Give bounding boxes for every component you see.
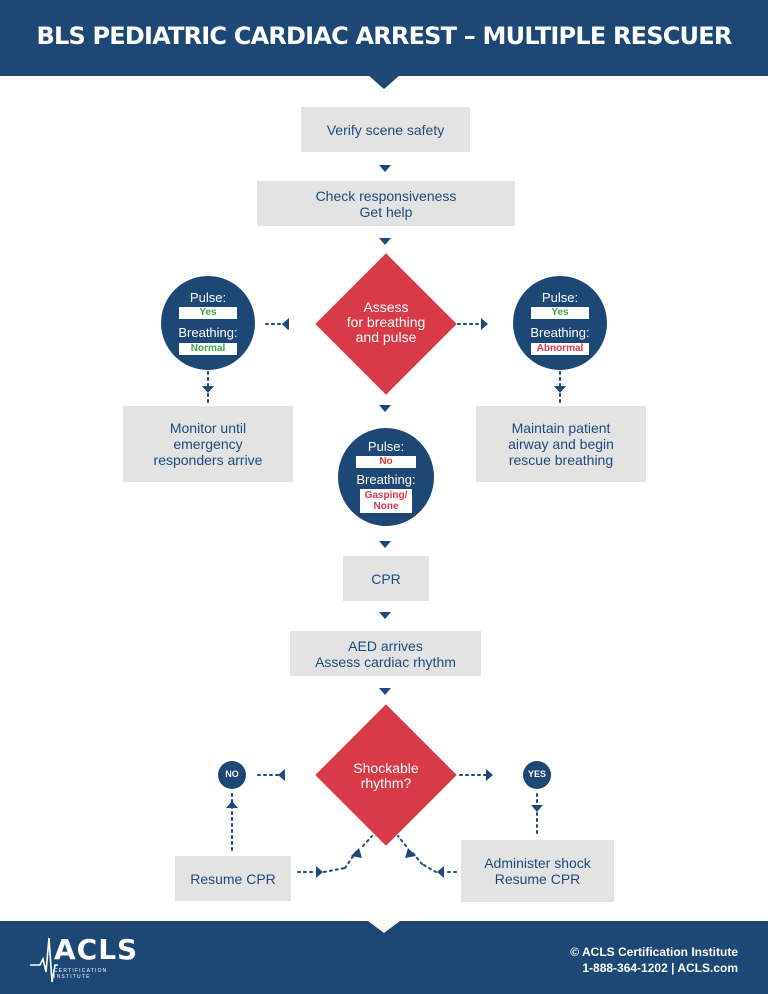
arrow-down-icon	[531, 805, 543, 812]
step-resume-cpr: Resume CPR	[175, 856, 291, 901]
yes-label: YES	[527, 769, 546, 779]
breathing-label: Breathing:	[530, 325, 590, 340]
decision-assess-text: Assess for breathing and pulse	[326, 300, 446, 345]
page-title: BLS PEDIATRIC CARDIAC ARREST – MULTIPLE …	[36, 22, 732, 50]
status-circle-arrest: Pulse: No Breathing: Gasping/ None	[338, 428, 434, 526]
monitor-line2: emergency	[173, 436, 243, 452]
header-notch	[368, 75, 400, 89]
maintain-line2: airway and begin	[508, 436, 614, 452]
aed-line2: Assess cardiac rhythm	[315, 653, 456, 670]
monitor-line1: Monitor until	[169, 420, 247, 436]
step-check-line2: Get help	[359, 203, 413, 220]
step-verify-label: Verify scene safety	[326, 121, 445, 138]
arrow-down-icon	[379, 612, 391, 619]
heartbeat-line-icon	[30, 937, 58, 983]
arrow-down-icon	[379, 238, 391, 245]
cpr-label: CPR	[371, 570, 401, 587]
arrow-down-icon	[379, 541, 391, 548]
step-verify-scene-safety: Verify scene safety	[301, 107, 470, 152]
administer-line2: Resume CPR	[494, 871, 581, 887]
arrow-up-icon	[226, 801, 238, 808]
pulse-value: Yes	[179, 307, 237, 319]
breathing-label: Breathing:	[178, 325, 238, 340]
pulse-label: Pulse:	[189, 290, 227, 305]
footer-copyright: © ACLS Certification Institute	[570, 945, 738, 959]
status-circle-normal: Pulse: Yes Breathing: Normal	[161, 276, 255, 370]
aed-line1: AED arrives	[348, 637, 423, 654]
breathing-label: Breathing:	[356, 472, 416, 487]
decision-no-badge: NO	[218, 761, 246, 789]
arrow-down-icon	[379, 165, 391, 172]
pulse-label: Pulse:	[367, 439, 405, 454]
shockable-line1: Shockable	[353, 760, 419, 776]
assess-line3: and pulse	[355, 329, 417, 345]
administer-line1: Administer shock	[484, 855, 591, 871]
logo-subtext: CERTIFICATION INSTITUTE	[54, 968, 108, 980]
decision-yes-badge: YES	[523, 761, 551, 789]
step-maintain-airway: Maintain patient airway and begin rescue…	[476, 406, 646, 482]
shockable-line2: rhythm?	[360, 775, 412, 791]
step-administer-shock: Administer shock Resume CPR	[461, 840, 614, 902]
resume-cpr-label: Resume CPR	[190, 870, 276, 887]
acls-logo: ACLS CERTIFICATION INSTITUTE	[30, 932, 142, 986]
maintain-line1: Maintain patient	[511, 420, 611, 436]
header-banner: BLS PEDIATRIC CARDIAC ARREST – MULTIPLE …	[0, 0, 768, 76]
arrow-left-icon	[282, 318, 289, 330]
step-check-responsiveness: Check responsiveness Get help	[257, 181, 515, 226]
footer-notch	[368, 921, 400, 933]
step-check-line1: Check responsiveness	[315, 187, 457, 204]
maintain-line3: rescue breathing	[508, 452, 614, 468]
arrow-right-icon	[481, 318, 488, 330]
no-label: NO	[225, 769, 239, 779]
breathing-value: Abnormal	[531, 343, 589, 355]
step-cpr: CPR	[343, 556, 429, 601]
arrow-left-icon	[278, 769, 285, 781]
arrow-left-icon	[437, 866, 444, 878]
step-monitor: Monitor until emergency responders arriv…	[123, 406, 293, 482]
arrow-up-icon	[405, 848, 416, 858]
breathing-value-line2: None	[373, 501, 399, 512]
footer-contact: 1-888-364-1202 | ACLS.com	[582, 961, 738, 975]
monitor-line3: responders arrive	[153, 452, 263, 468]
arrow-down-icon	[554, 386, 566, 393]
arrow-down-icon	[202, 386, 214, 393]
pulse-label: Pulse:	[541, 290, 579, 305]
assess-line2: for breathing	[346, 314, 426, 330]
logo-text: ACLS	[54, 933, 139, 966]
arrow-right-icon	[486, 769, 493, 781]
decision-shockable-text: Shockable rhythm?	[326, 761, 446, 791]
arrow-right-icon	[316, 866, 323, 878]
arrow-down-icon	[379, 688, 391, 695]
step-aed-arrives: AED arrives Assess cardiac rhythm	[290, 631, 481, 676]
pulse-value: No	[356, 456, 416, 468]
assess-line1: Assess	[363, 299, 409, 315]
breathing-value: Normal	[179, 343, 237, 355]
breathing-value: Gasping/ None	[360, 489, 412, 513]
footer-banner: ACLS CERTIFICATION INSTITUTE © ACLS Cert…	[0, 921, 768, 994]
breathing-value-line1: Gasping/	[364, 490, 408, 501]
arrow-down-icon	[379, 405, 391, 412]
pulse-value: Yes	[531, 307, 589, 319]
status-circle-abnormal: Pulse: Yes Breathing: Abnormal	[513, 276, 607, 370]
